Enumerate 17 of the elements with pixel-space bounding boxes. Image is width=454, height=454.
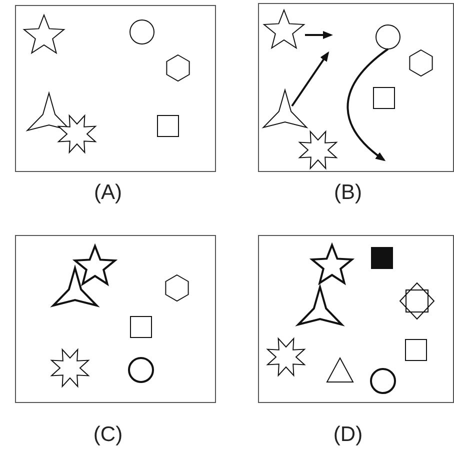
panel-caption: (D) (332, 423, 364, 447)
arrow (304, 30, 332, 38)
panel-frame (15, 235, 216, 403)
circle-outline (375, 24, 400, 49)
panel-frame (258, 3, 454, 172)
panel-frame (258, 235, 454, 403)
panel-caption: (C) (92, 423, 124, 447)
panel-caption: (A) (93, 181, 123, 205)
arrow (290, 50, 329, 106)
arrow (346, 48, 388, 161)
square-outline (372, 86, 394, 108)
panel-frame (15, 5, 216, 172)
hexagon (408, 48, 432, 76)
five-point-star (262, 8, 305, 49)
eight-point-star (298, 130, 338, 170)
panel-caption: (B) (333, 181, 363, 205)
three-point-star (261, 88, 308, 128)
